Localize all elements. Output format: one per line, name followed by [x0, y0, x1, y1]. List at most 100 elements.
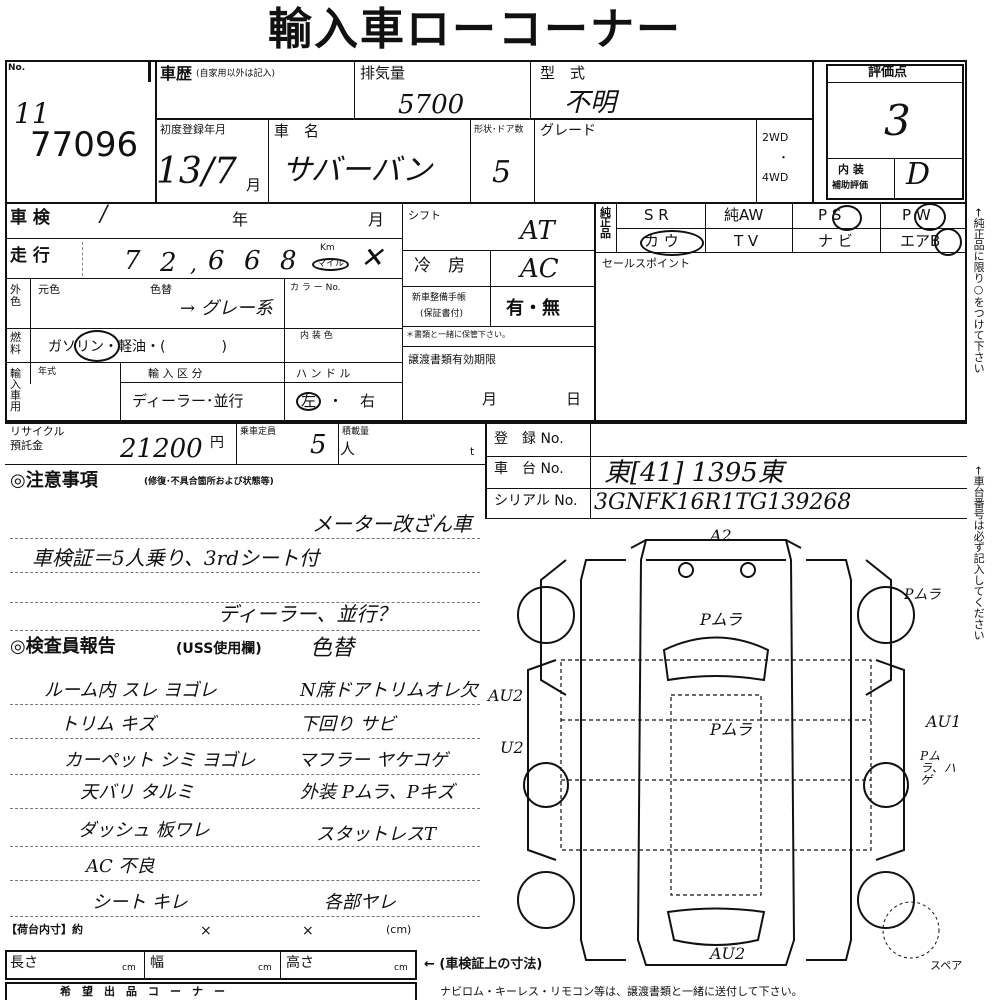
diag-au1-right: AU1: [926, 712, 962, 731]
dims-width: 幅: [150, 955, 164, 971]
equip-aw[interactable]: 純AW: [724, 206, 764, 224]
rating-box: [826, 64, 964, 200]
dims-length: 長さ: [10, 955, 38, 971]
inspector-right-1: N席ドアトリムオレ欠: [300, 680, 478, 701]
manual-value: 有・無: [506, 298, 560, 319]
page-title: 輸入車ローコーナー: [268, 4, 682, 55]
diag-p-front-right: Pムラ: [904, 587, 941, 603]
recycle-value: 21200: [120, 434, 203, 464]
notes-line-3: ディーラー、並行？: [218, 602, 397, 626]
side-note-bottom: ←車台番号は必ず記入してください: [972, 466, 986, 641]
exterior-label: 外色: [10, 283, 21, 309]
inspection-label: 車 検: [10, 208, 50, 228]
equip-kau-circle: [640, 230, 704, 256]
capacity-value: 5: [310, 430, 327, 460]
manual-label-2: (保証書付): [420, 309, 464, 319]
fuel-label: 燃料: [10, 331, 21, 357]
dims-height: 高さ: [286, 955, 314, 971]
dims-note: ← (車検証上の寸法): [424, 957, 543, 972]
equip-tv[interactable]: T V: [734, 232, 759, 250]
bottom-note: ナビロム・キーレス・リモコン等は、譲渡書類と一緒に送付して下さい。: [440, 985, 803, 998]
lot-number: 77096: [30, 125, 139, 165]
diag-p-top: Pムラ: [700, 610, 742, 629]
bed-x2: ×: [302, 923, 314, 939]
mileage-digit-1: 7: [124, 246, 141, 276]
diag-a2-top: A2: [710, 526, 732, 545]
sales-point-label: セールスポイント: [602, 257, 690, 270]
diag-p-center: Pムラ: [710, 720, 752, 739]
diag-au2-bottom: AU2: [710, 944, 746, 963]
drive-2wd: 2WD: [762, 131, 789, 144]
displacement-value: 5700: [398, 90, 465, 120]
exterior-change-label: 色替: [150, 283, 172, 296]
inspector-heading-note: (USS使用欄): [176, 641, 262, 657]
capacity-unit: 人: [340, 440, 356, 458]
inspector-heading-value: 色替: [310, 636, 355, 661]
first-reg-label: 初度登録年月: [160, 123, 226, 136]
drive-4wd: 4WD: [762, 171, 789, 184]
dims-box: [5, 950, 417, 980]
diag-spare: スペア: [930, 959, 963, 972]
transfer-doc-label: 譲渡書類有効期限: [408, 353, 496, 366]
import-class-value: ディーラー･並行: [132, 392, 244, 410]
interior-color-label: 内 装 色: [300, 331, 333, 341]
inspector-left-1: ルーム内 スレ ヨゴレ: [44, 680, 217, 701]
mileage-boxes: [82, 242, 373, 276]
first-reg-value: 13/7: [156, 151, 237, 192]
manual-note: ＊書類と一緒に保管下さい。: [406, 330, 510, 339]
bed-label: 【荷台内寸】約: [6, 923, 83, 936]
interior-rating-label-2: 補助評価: [832, 181, 869, 191]
doors-value: 5: [492, 155, 512, 190]
car-name-label: 車 名: [274, 122, 320, 140]
notes-heading: ◎注意事項: [10, 470, 98, 491]
notes-heading-note: (修復･不具合箇所および状態等): [144, 477, 274, 487]
equip-navi[interactable]: ナ ビ: [818, 232, 853, 250]
rating-value: 3: [884, 96, 911, 145]
color-no-label: カ ラ ー No.: [290, 283, 341, 293]
bottom-box: [5, 982, 417, 1000]
serial-label: シリアル No.: [494, 493, 578, 509]
equip-airbag[interactable]: エアB: [900, 232, 941, 250]
inspector-heading: ◎検査員報告: [10, 636, 116, 657]
exterior-change-value: → グレー系: [180, 298, 273, 319]
mileage-digit-5: 8: [280, 246, 297, 276]
inspector-right-3: マフラー ヤケコゲ: [298, 750, 448, 771]
inspector-left-2: トリム キズ: [60, 714, 156, 735]
handle-label: ハ ン ド ル: [296, 367, 351, 380]
chassis-label: 車 台 No.: [494, 461, 564, 477]
lot-no-label: No.: [8, 63, 26, 73]
diag-au2-left: AU2: [488, 686, 524, 705]
bed-x1: ×: [200, 923, 212, 939]
recycle-label-2: 預託金: [10, 439, 43, 452]
inspector-right-5: スタットレスT: [316, 824, 437, 845]
inspector-left-7: シート キレ: [92, 892, 188, 913]
import-year-label: 年式: [38, 367, 57, 377]
mileage-label: 走 行: [10, 246, 50, 266]
mileage-digit-2: 2: [160, 248, 177, 278]
diag-p-right: Pムラ、ハゲ: [920, 749, 956, 787]
equip-ps-circle: [832, 205, 862, 231]
manual-label-1: 新車整備手帳: [412, 293, 467, 303]
drive-dot: ・: [778, 151, 789, 164]
side-note-top: ←純正品に限り○をつけて下さい: [972, 208, 986, 374]
mileage-digit-3: 6: [208, 246, 225, 276]
dims-length-cm: cm: [122, 963, 136, 973]
aircon-value: AC: [520, 254, 559, 284]
load-label: 積載量: [342, 427, 370, 437]
notes-line-1: メーター改ざん車: [312, 512, 472, 536]
bed-unit: (cm): [386, 923, 412, 936]
equip-pw-circle: [914, 203, 946, 231]
dims-width-cm: cm: [258, 963, 272, 973]
inspection-month: 月: [368, 210, 385, 229]
first-reg-month: 月: [246, 176, 262, 194]
notes-line-2: 車検証＝5人乗り、3rdシート付: [32, 546, 320, 570]
mileage-unit-mile: マイル: [312, 258, 350, 271]
form-frame: [5, 60, 967, 422]
aircon-label: 冷 房: [414, 256, 465, 276]
inspector-left-6: AC 不良: [86, 856, 155, 877]
fuel-gasoline-circle: [74, 330, 120, 362]
recycle-label-1: リサイクル: [10, 425, 65, 438]
equip-sr[interactable]: S R: [644, 206, 669, 224]
shift-label: シフト: [408, 209, 441, 222]
interior-rating-value: D: [906, 157, 931, 192]
